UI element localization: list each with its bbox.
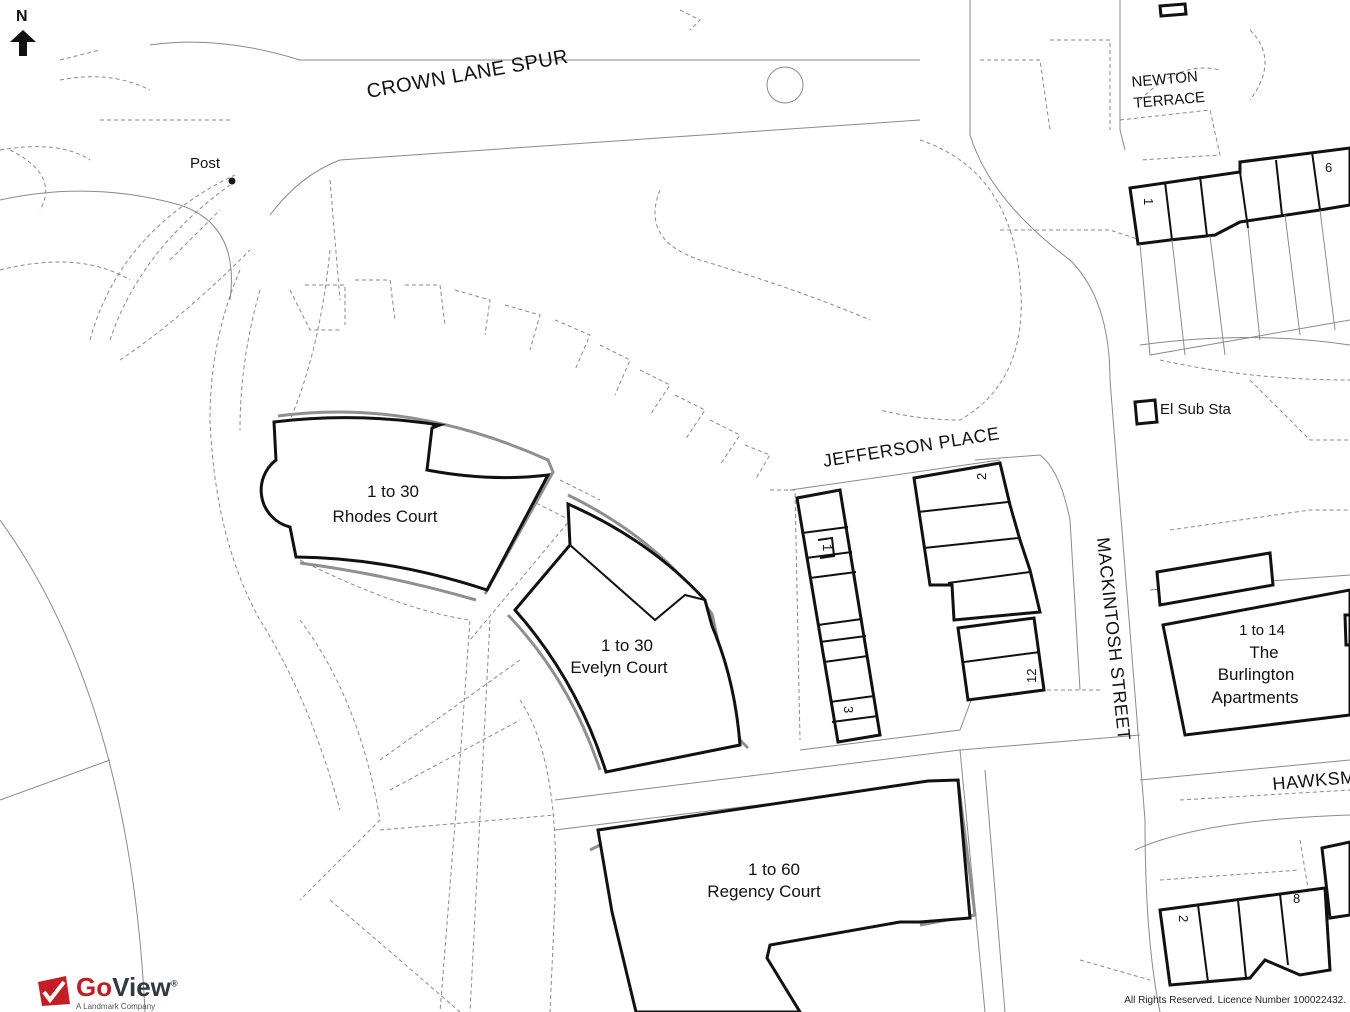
label-post: Post xyxy=(190,155,221,172)
logo-registered: ® xyxy=(170,978,178,989)
terrace-south-east xyxy=(1158,840,1350,987)
goview-check-icon xyxy=(38,976,70,1006)
electric-substation xyxy=(1133,398,1159,426)
label-regency-name: Regency Court xyxy=(707,882,821,901)
post-marker xyxy=(228,177,236,185)
label-regency-range: 1 to 60 xyxy=(748,860,800,879)
footpaths xyxy=(0,9,1350,1012)
label-mackintosh-street: MACKINTOSH STREET xyxy=(1093,536,1134,741)
label-el-sub-sta: El Sub Sta xyxy=(1160,401,1232,418)
north-arrow-icon xyxy=(10,30,36,42)
terrace-newton xyxy=(1128,2,1350,356)
goview-wordmark: GoView® xyxy=(76,972,178,1003)
house-number-2-south: 2 xyxy=(1176,915,1191,922)
terrace-west xyxy=(795,488,882,744)
terrace-east xyxy=(912,461,1046,702)
label-rhodes-range: 1 to 30 xyxy=(367,482,419,501)
house-number-2-jefferson: 2 xyxy=(974,473,989,480)
licence-notice: All Rights Reserved. Licence Number 1000… xyxy=(1124,995,1346,1006)
label-burlington-name-1: The xyxy=(1249,643,1278,662)
house-number-3-west: 3 xyxy=(841,706,856,713)
label-crown-lane-spur: CROWN LANE SPUR xyxy=(365,46,570,103)
house-number-6-newton: 6 xyxy=(1325,160,1332,175)
logo-view: View xyxy=(112,972,171,1002)
label-burlington-range: 1 to 14 xyxy=(1239,622,1285,639)
label-terrace: TERRACE xyxy=(1133,89,1206,112)
label-hawksm: HAWKSM xyxy=(1272,767,1350,794)
north-label: N xyxy=(16,8,28,25)
label-burlington-name-2: Burlington xyxy=(1218,665,1295,684)
label-rhodes-name: Rhodes Court xyxy=(333,507,438,526)
building-regency-court xyxy=(589,778,977,1012)
building-evelyn-court xyxy=(506,493,750,774)
building-burlington xyxy=(1155,551,1350,737)
label-newton: NEWTON xyxy=(1131,68,1199,91)
logo-subtitle: A Landmark Company xyxy=(76,1002,156,1011)
logo-go: Go xyxy=(76,972,113,1002)
building-rhodes-court xyxy=(259,410,555,602)
label-evelyn-range: 1 to 30 xyxy=(601,636,653,655)
goview-logo: GoView® A Landmark Company xyxy=(36,972,196,1012)
label-burlington-name-3: Apartments xyxy=(1212,688,1299,707)
house-number-8-south: 8 xyxy=(1293,891,1300,906)
house-number-12-jefferson: 12 xyxy=(1024,669,1039,683)
north-arrow-stem xyxy=(19,41,27,56)
house-number-1-west: 1 xyxy=(820,544,835,551)
house-number-1-newton: 1 xyxy=(1141,198,1156,205)
label-evelyn-name: Evelyn Court xyxy=(570,658,668,677)
